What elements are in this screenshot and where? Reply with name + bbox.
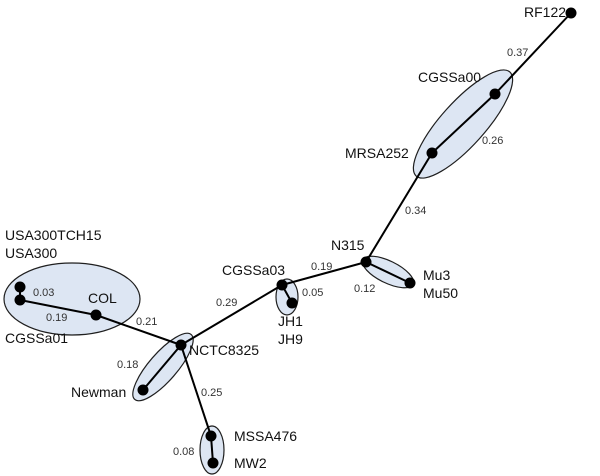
node-mu [404, 277, 416, 289]
node-jh [286, 297, 298, 309]
label-col: COL [88, 290, 117, 306]
node-col [90, 309, 102, 321]
node-mw2 [207, 457, 219, 469]
weight-cgssa00-mrsa252: 0.26 [482, 135, 503, 147]
node-n315 [360, 256, 372, 268]
edge-cgssa01-col [19, 299, 97, 316]
label-jh1: JH1 [278, 313, 303, 329]
label-cgssa03: CGSSa03 [222, 262, 285, 278]
weight-mssa-mw2: 0.08 [173, 446, 194, 458]
weight-rf122-cgssa00: 0.37 [507, 47, 528, 59]
group-usa300-col [3, 262, 141, 336]
label-rf122: RF122 [524, 4, 566, 20]
node-rf122 [565, 7, 577, 19]
edge-n315-mu [365, 261, 411, 284]
edge-col-nctc [95, 314, 182, 346]
weight-cgssa03-nctc: 0.29 [216, 297, 237, 309]
weight-nctc-newman: 0.18 [117, 359, 138, 371]
weight-nctc-mssa: 0.25 [201, 387, 222, 399]
label-cgssa00: CGSSa00 [418, 69, 481, 85]
edge-n315-cgssa03 [281, 261, 367, 286]
label-usa300tch15: USA300TCH15 [5, 227, 102, 243]
edge-mrsa252-n315 [365, 152, 433, 263]
node-cgssa00 [489, 88, 501, 100]
edge-nctc-mssa [180, 344, 212, 437]
node-cgssa03 [276, 279, 288, 291]
edge-cgssa00-mrsa252 [431, 93, 496, 154]
label-mu3: Mu3 [423, 267, 450, 283]
label-jh9: JH9 [278, 331, 303, 347]
weight-cgssa03-jh: 0.05 [302, 287, 323, 299]
node-usa300 [14, 281, 26, 293]
node-nctc8325 [175, 339, 187, 351]
node-newman [137, 384, 149, 396]
weight-usa300-cgssa01: 0.03 [33, 287, 54, 299]
label-n315: N315 [331, 237, 365, 253]
weight-mrsa252-n315: 0.34 [405, 205, 426, 217]
label-usa300: USA300 [5, 245, 57, 261]
edge-rf122-cgssa00 [494, 12, 572, 95]
weight-n315-cgssa03: 0.19 [311, 261, 332, 273]
label-mssa476: MSSA476 [234, 428, 297, 444]
weight-n315-mu: 0.12 [354, 283, 375, 295]
label-mw2: MW2 [234, 455, 267, 471]
edge-cgssa03-nctc [180, 284, 283, 346]
weight-col-nctc: 0.21 [136, 316, 157, 328]
label-cgssa01: CGSSa01 [5, 330, 68, 346]
label-newman: Newman [71, 384, 126, 400]
node-mssa476 [205, 430, 217, 442]
node-cgssa01 [14, 294, 26, 306]
edge-nctc-newman [142, 344, 182, 391]
label-nctc8325: NCTC8325 [189, 342, 259, 358]
label-mrsa252: MRSA252 [345, 145, 409, 161]
weight-cgssa01-col: 0.19 [46, 312, 67, 324]
node-mrsa252 [426, 147, 438, 159]
label-mu50: Mu50 [423, 285, 458, 301]
